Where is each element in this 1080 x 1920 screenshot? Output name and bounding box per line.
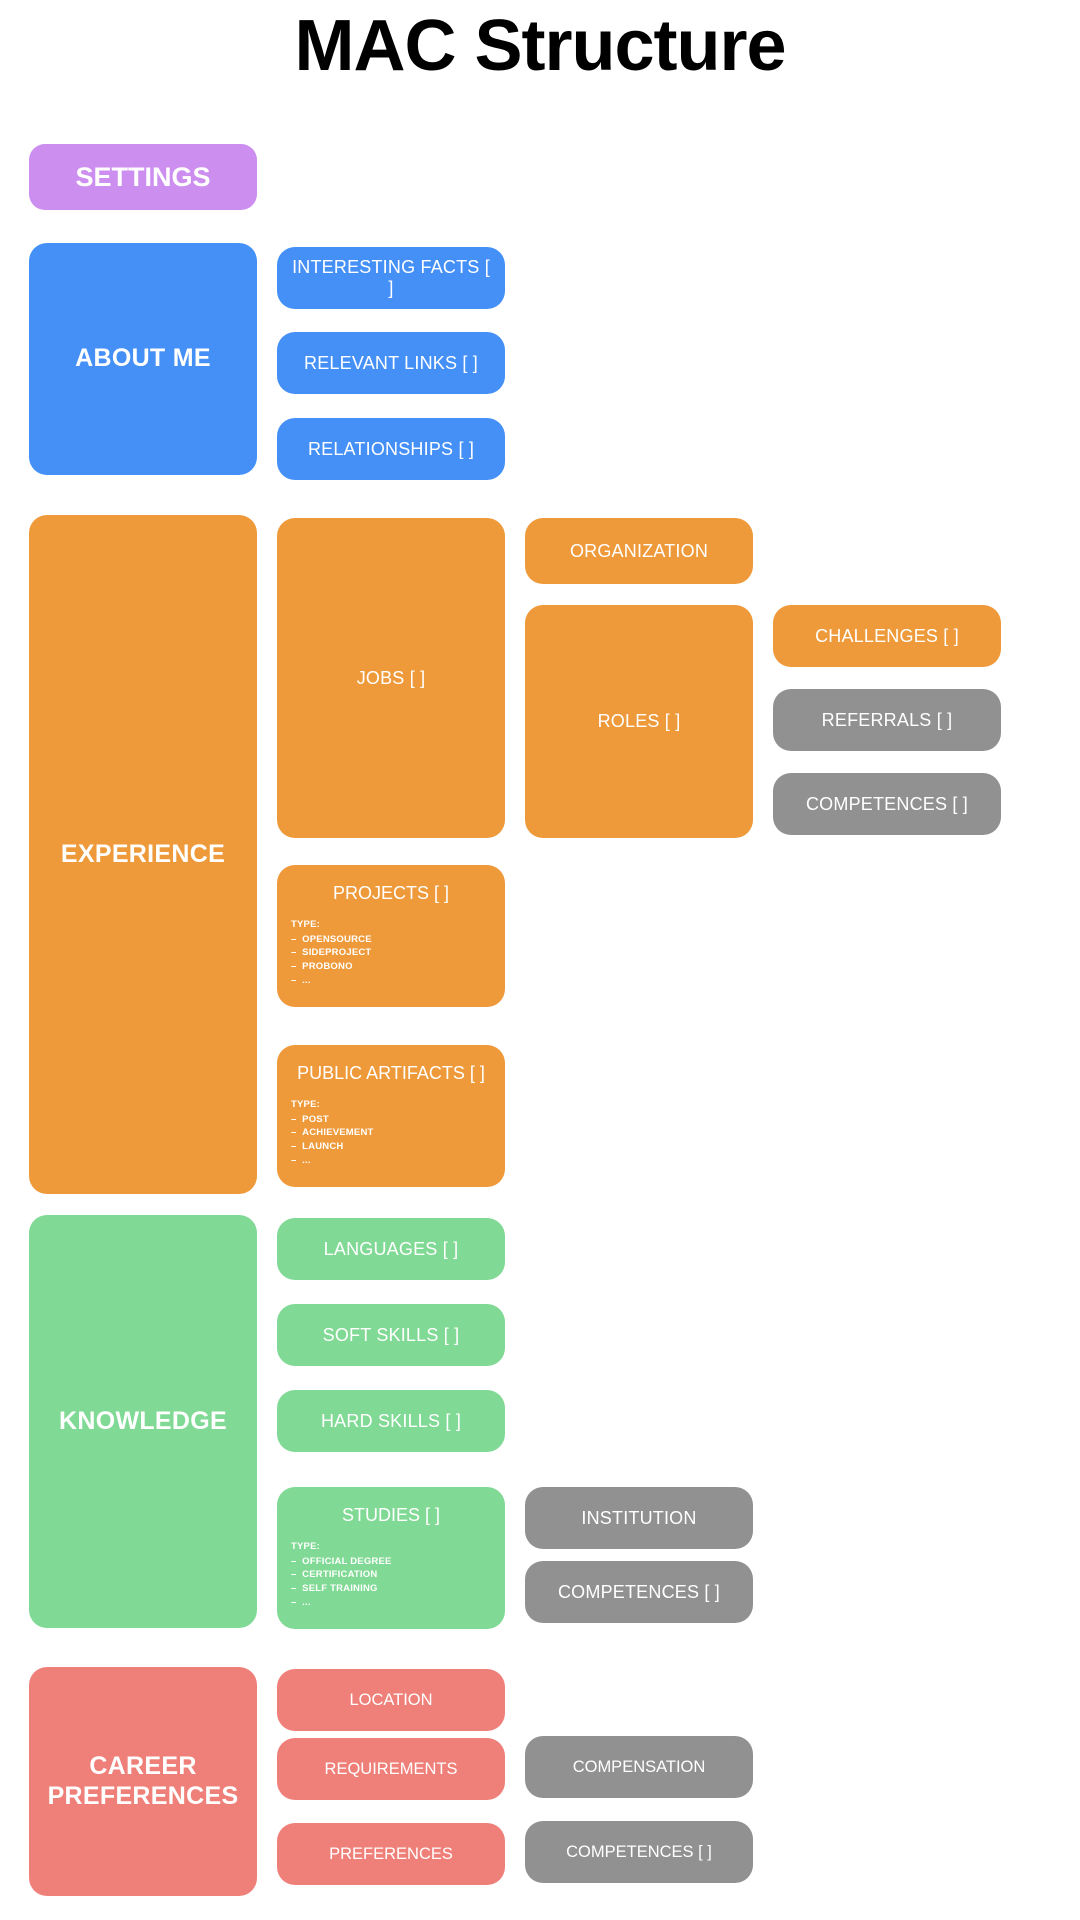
public-artifacts-type-item: ACHIEVEMENT — [291, 1126, 505, 1140]
node-experience-competences-label: COMPETENCES [ ] — [805, 793, 969, 814]
node-career-preferences-label-line1: CAREER — [89, 1752, 197, 1780]
node-hard-skills[interactable]: HARD SKILLS [ ] — [277, 1390, 505, 1452]
node-knowledge-competences-label: COMPETENCES [ ] — [557, 1581, 721, 1602]
node-preferences-label: PREFERENCES — [329, 1844, 453, 1863]
node-organization[interactable]: ORGANIZATION — [525, 518, 753, 584]
node-settings[interactable]: SETTINGS — [29, 144, 257, 210]
projects-type-heading: TYPE: — [291, 919, 320, 930]
node-public-artifacts-label: PUBLIC ARTIFACTS [ ] — [297, 1063, 485, 1083]
node-interesting-facts[interactable]: INTERESTING FACTS [ ] — [277, 247, 505, 309]
node-knowledge-competences[interactable]: COMPETENCES [ ] — [525, 1561, 753, 1623]
node-institution-label: INSTITUTION — [581, 1507, 697, 1528]
node-about-me[interactable]: ABOUT ME — [29, 243, 257, 475]
node-relationships[interactable]: RELATIONSHIPS [ ] — [277, 418, 505, 480]
node-projects-label: PROJECTS [ ] — [332, 883, 449, 903]
node-career-competences[interactable]: COMPETENCES [ ] — [525, 1821, 753, 1883]
node-requirements-label: REQUIREMENTS — [324, 1759, 458, 1778]
node-challenges[interactable]: CHALLENGES [ ] — [773, 605, 1001, 667]
studies-type-heading: TYPE: — [291, 1541, 320, 1552]
node-compensation[interactable]: COMPENSATION — [525, 1736, 753, 1798]
node-settings-label: SETTINGS — [75, 161, 211, 192]
public-artifacts-type-item: ... — [291, 1154, 505, 1168]
node-knowledge-label: KNOWLEDGE — [59, 1406, 227, 1435]
node-requirements[interactable]: REQUIREMENTS — [277, 1738, 505, 1800]
node-challenges-label: CHALLENGES [ ] — [815, 625, 959, 646]
node-projects[interactable]: PROJECTS [ ] TYPE: OPENSOURCE SIDEPROJEC… — [277, 865, 505, 1007]
node-roles[interactable]: ROLES [ ] — [525, 605, 753, 838]
node-preferences[interactable]: PREFERENCES — [277, 1823, 505, 1885]
node-career-preferences[interactable]: CAREER PREFERENCES — [29, 1667, 257, 1896]
public-artifacts-type-item: POST — [291, 1113, 505, 1127]
node-organization-label: ORGANIZATION — [569, 540, 709, 561]
node-experience[interactable]: EXPERIENCE — [29, 515, 257, 1194]
studies-type-item: CERTIFICATION — [291, 1568, 505, 1582]
node-hard-skills-label: HARD SKILLS [ ] — [320, 1410, 462, 1431]
projects-type-item: OPENSOURCE — [291, 933, 505, 947]
node-jobs[interactable]: JOBS [ ] — [277, 518, 505, 838]
node-interesting-facts-label: INTERESTING FACTS [ ] — [292, 257, 490, 298]
node-location-label: LOCATION — [349, 1690, 433, 1709]
node-studies-label: STUDIES [ ] — [341, 1505, 440, 1525]
studies-type-list: TYPE: OFFICIAL DEGREE CERTIFICATION SELF… — [291, 1540, 505, 1609]
node-soft-skills[interactable]: SOFT SKILLS [ ] — [277, 1304, 505, 1366]
studies-type-item: ... — [291, 1596, 505, 1610]
node-public-artifacts[interactable]: PUBLIC ARTIFACTS [ ] TYPE: POST ACHIEVEM… — [277, 1045, 505, 1187]
studies-type-item: OFFICIAL DEGREE — [291, 1555, 505, 1569]
node-languages-label: LANGUAGES [ ] — [323, 1238, 459, 1259]
node-roles-label: ROLES [ ] — [597, 711, 681, 731]
projects-type-item: ... — [291, 974, 505, 988]
public-artifacts-type-heading: TYPE: — [291, 1099, 320, 1110]
node-referrals[interactable]: REFERRALS [ ] — [773, 689, 1001, 751]
projects-type-item: SIDEPROJECT — [291, 946, 505, 960]
node-experience-competences[interactable]: COMPETENCES [ ] — [773, 773, 1001, 835]
node-about-me-label: ABOUT ME — [75, 344, 211, 373]
node-relevant-links-label: RELEVANT LINKS [ ] — [304, 352, 478, 373]
node-career-competences-label: COMPETENCES [ ] — [566, 1842, 712, 1861]
node-languages[interactable]: LANGUAGES [ ] — [277, 1218, 505, 1280]
node-location[interactable]: LOCATION — [277, 1669, 505, 1731]
node-jobs-label: JOBS [ ] — [356, 667, 426, 688]
studies-type-item: SELF TRAINING — [291, 1582, 505, 1596]
node-referrals-label: REFERRALS [ ] — [821, 709, 953, 730]
node-studies[interactable]: STUDIES [ ] TYPE: OFFICIAL DEGREE CERTIF… — [277, 1487, 505, 1629]
node-relevant-links[interactable]: RELEVANT LINKS [ ] — [277, 332, 505, 394]
node-experience-label: EXPERIENCE — [60, 839, 226, 868]
projects-type-list: TYPE: OPENSOURCE SIDEPROJECT PROBONO ... — [291, 918, 505, 987]
public-artifacts-type-item: LAUNCH — [291, 1140, 505, 1154]
public-artifacts-type-list: TYPE: POST ACHIEVEMENT LAUNCH ... — [291, 1098, 505, 1167]
node-institution[interactable]: INSTITUTION — [525, 1487, 753, 1549]
node-relationships-label: RELATIONSHIPS [ ] — [307, 438, 475, 459]
node-soft-skills-label: SOFT SKILLS [ ] — [322, 1324, 460, 1345]
page-title: MAC Structure — [294, 6, 786, 86]
projects-type-item: PROBONO — [291, 960, 505, 974]
node-compensation-label: COMPENSATION — [572, 1757, 706, 1776]
node-career-preferences-label-line2: PREFERENCES — [47, 1781, 239, 1810]
node-knowledge[interactable]: KNOWLEDGE — [29, 1215, 257, 1628]
